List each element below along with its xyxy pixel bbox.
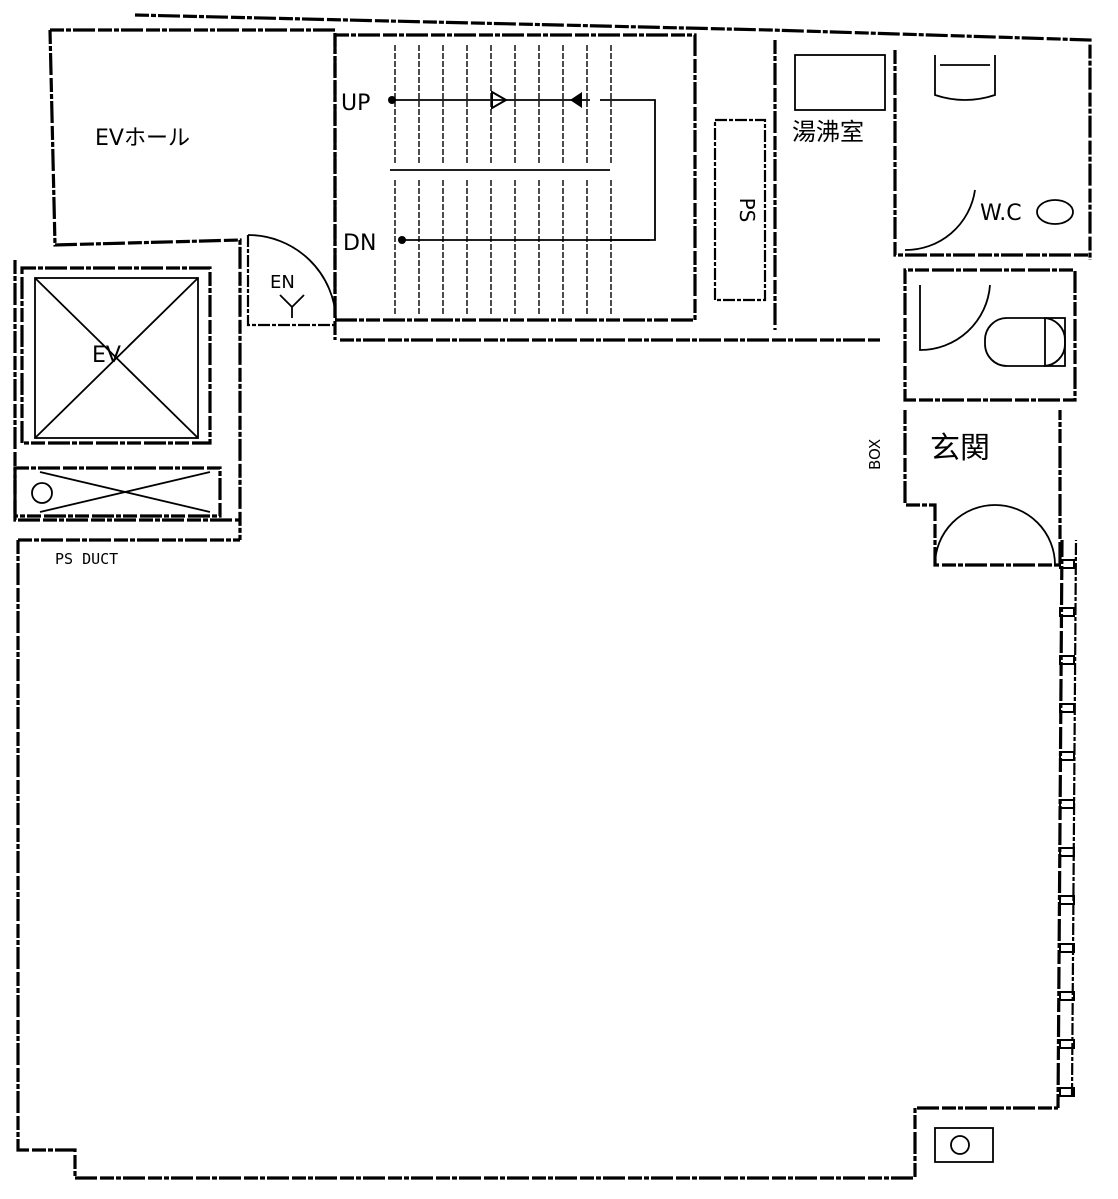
window-mullion: [1059, 799, 1075, 809]
elevator-label: EV: [92, 343, 121, 368]
stair-down-label: DN: [343, 231, 376, 256]
window-mullion: [1059, 943, 1075, 953]
entrance-door: EN: [246, 234, 338, 327]
pipe-shaft: PS DUCT: [13, 466, 222, 568]
entry-arrow-icon: [279, 294, 305, 318]
kitchen-label: 湯沸室: [792, 118, 864, 146]
toilet-block: W.C: [893, 50, 1090, 402]
vestibule: 玄関 BOX: [866, 410, 1062, 567]
ps-label: PS: [735, 198, 759, 223]
window-mullion: [1059, 847, 1075, 857]
window-mullion: [1059, 607, 1075, 617]
floor-outlet: [934, 1127, 994, 1163]
window-mullion: [1059, 751, 1075, 761]
wc-label: W.C: [980, 201, 1022, 226]
window-mullions: [1059, 559, 1075, 1097]
window-mullion: [1059, 703, 1075, 713]
window-mullion: [1059, 1087, 1075, 1097]
window-mullion: [1059, 991, 1075, 1001]
window-mullion: [1059, 559, 1075, 569]
ent-label: EN: [270, 272, 295, 293]
ev-hall-room: EVホール: [95, 126, 190, 151]
ps-shaft: PS: [713, 118, 767, 302]
stair-up-label: UP: [341, 91, 370, 116]
outer-walls: [13, 13, 1092, 1180]
window-mullion: [1059, 1039, 1075, 1049]
mail-label: BOX: [866, 439, 884, 470]
duct-label: PS DUCT: [55, 550, 118, 568]
window-mullion: [1059, 655, 1075, 665]
elevator-shaft: EV: [20, 266, 212, 445]
kitchenette: 湯沸室: [773, 40, 886, 330]
window-mullion: [1059, 895, 1075, 905]
entrance-label: 玄関: [930, 431, 990, 466]
staircase: UP DN: [333, 33, 697, 322]
ev-hall-label: EVホール: [95, 126, 190, 151]
